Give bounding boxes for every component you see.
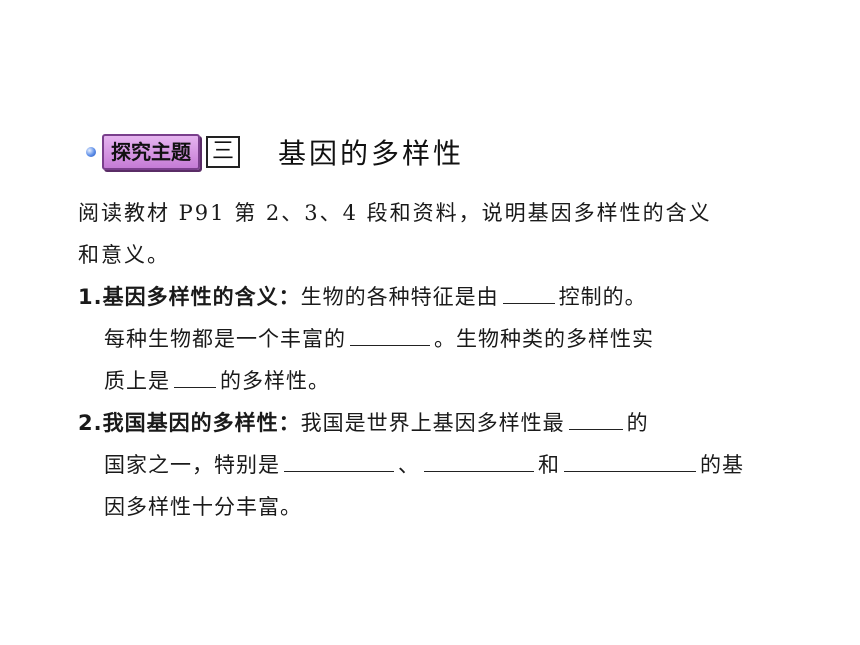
item-2-text-e: 和 (538, 453, 560, 477)
item-2-line-2: 国家之一，特别是 、 和 的基 (78, 444, 744, 486)
answer-blank[interactable] (174, 369, 216, 388)
section-header: 探究主题 三 基因的多样性 (86, 132, 464, 172)
topic-badge: 探究主题 (102, 134, 200, 170)
answer-blank[interactable] (502, 285, 555, 304)
item-1-text-f: 的多样性。 (220, 369, 330, 393)
item-1-line-3: 质上是 的多样性。 (78, 360, 330, 402)
answer-blank[interactable] (350, 327, 430, 346)
item-2-line-3: 因多样性十分丰富。 (78, 486, 302, 528)
intro-line-1: 阅读教材 P91 第 2、3、4 段和资料，说明基因多样性的含义 (78, 201, 712, 225)
intro-line-2: 和意义。 (78, 243, 170, 267)
item-1-line-1: 1.基因多样性的含义：生物的各种特征是由 控制的。 (78, 276, 647, 318)
item-2-number: 2. (78, 411, 103, 435)
answer-blank[interactable] (568, 411, 623, 430)
section-title: 基因的多样性 (278, 137, 465, 170)
item-1-number: 1. (78, 285, 103, 309)
item-1-text-a: 生物的各种特征是由 (300, 285, 499, 309)
item-1-label: 基因多样性的含义： (102, 285, 301, 309)
item-2-text-g: 因多样性十分丰富。 (104, 495, 302, 519)
item-1-line-2: 每种生物都是一个丰富的 。生物种类的多样性实 (78, 318, 654, 360)
answer-blank[interactable] (284, 453, 394, 472)
item-1-text-b: 控制的。 (558, 285, 647, 309)
item-2-text-b: 的 (626, 411, 649, 435)
item-1-text-e: 质上是 (104, 369, 170, 393)
item-2-text-c: 国家之一，特别是 (104, 453, 280, 477)
bullet-icon (86, 147, 96, 157)
item-1-text-c: 每种生物都是一个丰富的 (104, 327, 346, 351)
answer-blank[interactable] (564, 453, 696, 472)
item-2-line-1: 2.我国基因的多样性：我国是世界上基因多样性最 的 (78, 402, 649, 444)
section-number: 三 (206, 136, 240, 168)
item-1-text-d: 。生物种类的多样性实 (434, 327, 654, 351)
answer-blank[interactable] (424, 453, 534, 472)
item-2-text-d: 、 (398, 453, 420, 477)
item-2-text-f: 的基 (700, 453, 744, 477)
item-2-text-a: 我国是世界上基因多样性最 (300, 411, 565, 435)
item-2-label: 我国基因的多样性： (102, 411, 301, 435)
